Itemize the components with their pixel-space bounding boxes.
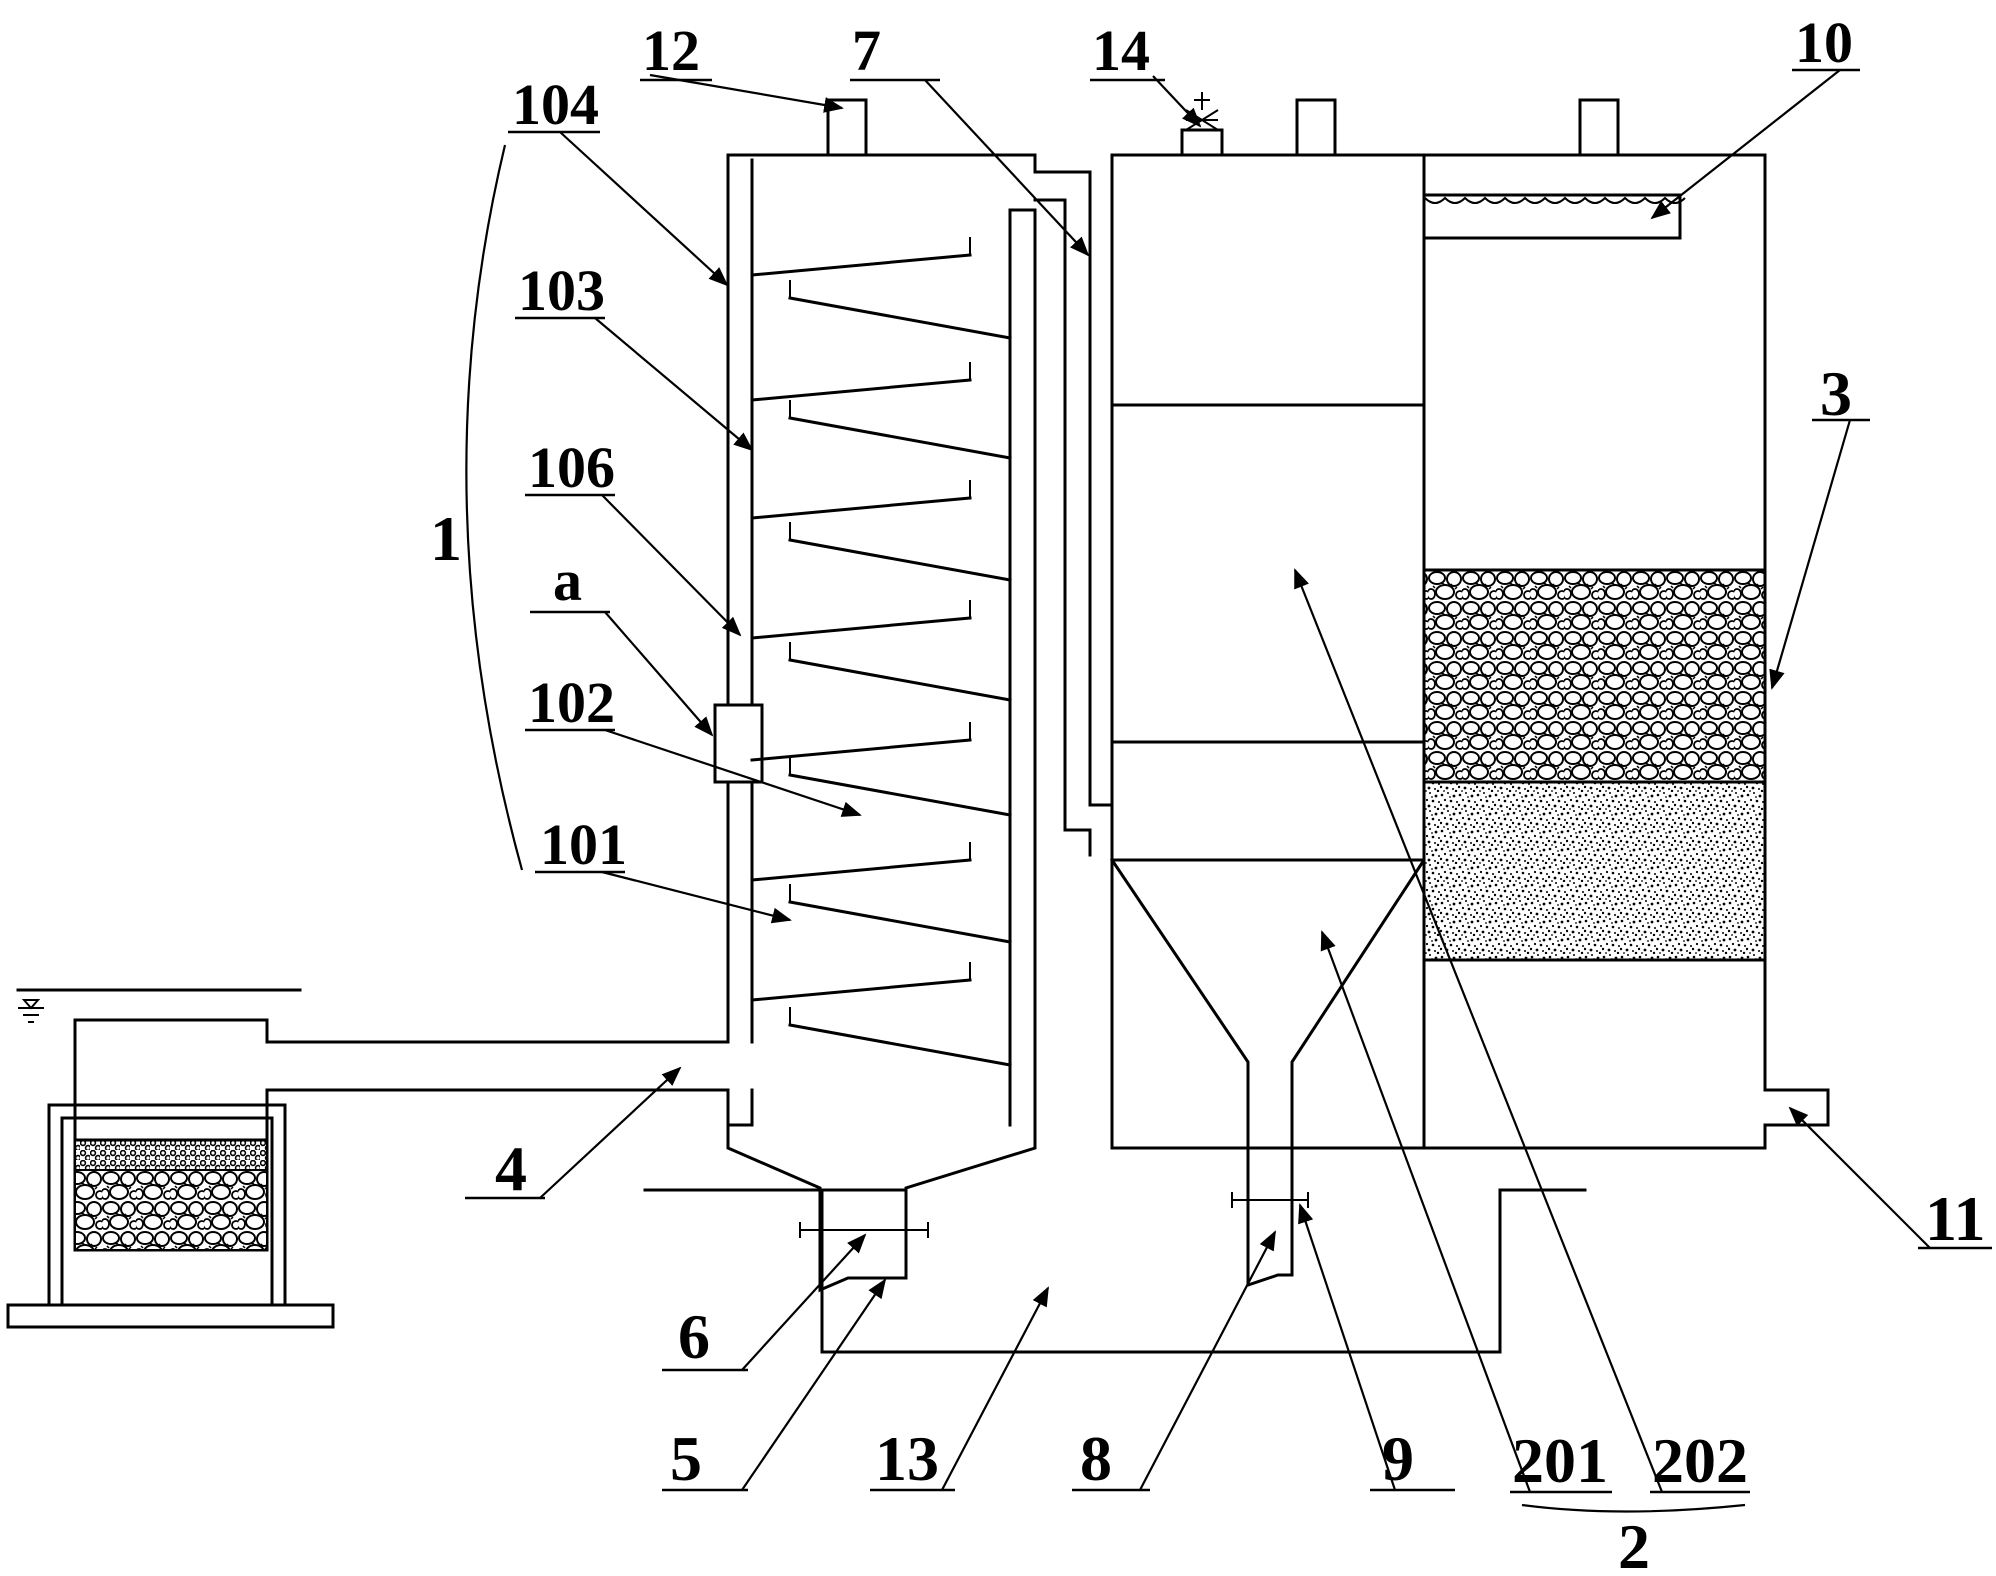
connecting-pipe <box>1008 153 1114 857</box>
label-102: 102 <box>528 670 615 735</box>
inclined-plate <box>750 858 972 882</box>
inclined-plate <box>788 538 1012 582</box>
inclined-plate <box>788 416 1012 460</box>
inclined-plate <box>750 978 972 1002</box>
label-10: 10 <box>1795 10 1853 75</box>
label-7: 7 <box>852 18 881 83</box>
label-12: 12 <box>642 18 700 83</box>
label-104: 104 <box>512 72 599 137</box>
label-11: 11 <box>1925 1183 1985 1254</box>
leader-lines <box>465 69 1931 1513</box>
inlet-pipe <box>265 1040 730 1092</box>
label-4: 4 <box>495 1133 527 1204</box>
clarifier-tank <box>1109 92 1427 1288</box>
label-201: 201 <box>1512 1425 1608 1496</box>
inclined-plate <box>788 658 1012 702</box>
label-9: 9 <box>1382 1423 1414 1494</box>
label-1: 1 <box>430 503 462 574</box>
inlet-basin <box>6 988 335 1329</box>
label-2: 2 <box>1618 1511 1650 1576</box>
label-5: 5 <box>670 1423 702 1494</box>
filter-nozzle <box>1578 98 1620 157</box>
label-106: 106 <box>528 435 615 500</box>
inclined-plate <box>750 253 972 277</box>
tank-nozzle <box>1295 98 1337 157</box>
sand-layer <box>1422 780 1767 962</box>
gravel-layer <box>1422 568 1767 784</box>
label-101: 101 <box>540 812 627 877</box>
inclined-plate <box>788 1023 1012 1067</box>
inclined-plate <box>788 773 1012 817</box>
valve-icon <box>1180 92 1224 157</box>
inclined-plate <box>750 738 972 762</box>
label-13: 13 <box>875 1423 939 1494</box>
label-6: 6 <box>678 1301 710 1372</box>
inclined-plates <box>750 237 1012 1067</box>
label-202: 202 <box>1652 1425 1748 1496</box>
label-8: 8 <box>1080 1423 1112 1494</box>
inspection-window <box>713 703 764 784</box>
label-3: 3 <box>1820 358 1852 429</box>
label-103: 103 <box>518 258 605 323</box>
label-a: a <box>553 548 582 613</box>
filter-tank <box>1422 98 1830 1150</box>
inclined-plate <box>788 900 1012 944</box>
inclined-plate <box>750 616 972 640</box>
base-trench <box>643 1188 1587 1354</box>
label-14: 14 <box>1092 18 1150 83</box>
inclined-plate <box>788 296 1012 340</box>
vent-nozzle <box>826 98 868 157</box>
inclined-plate <box>750 496 972 520</box>
inclined-plate <box>750 378 972 402</box>
reference-labels: 12 7 14 10 104 103 106 1 a 102 101 4 6 5… <box>430 10 1992 1576</box>
